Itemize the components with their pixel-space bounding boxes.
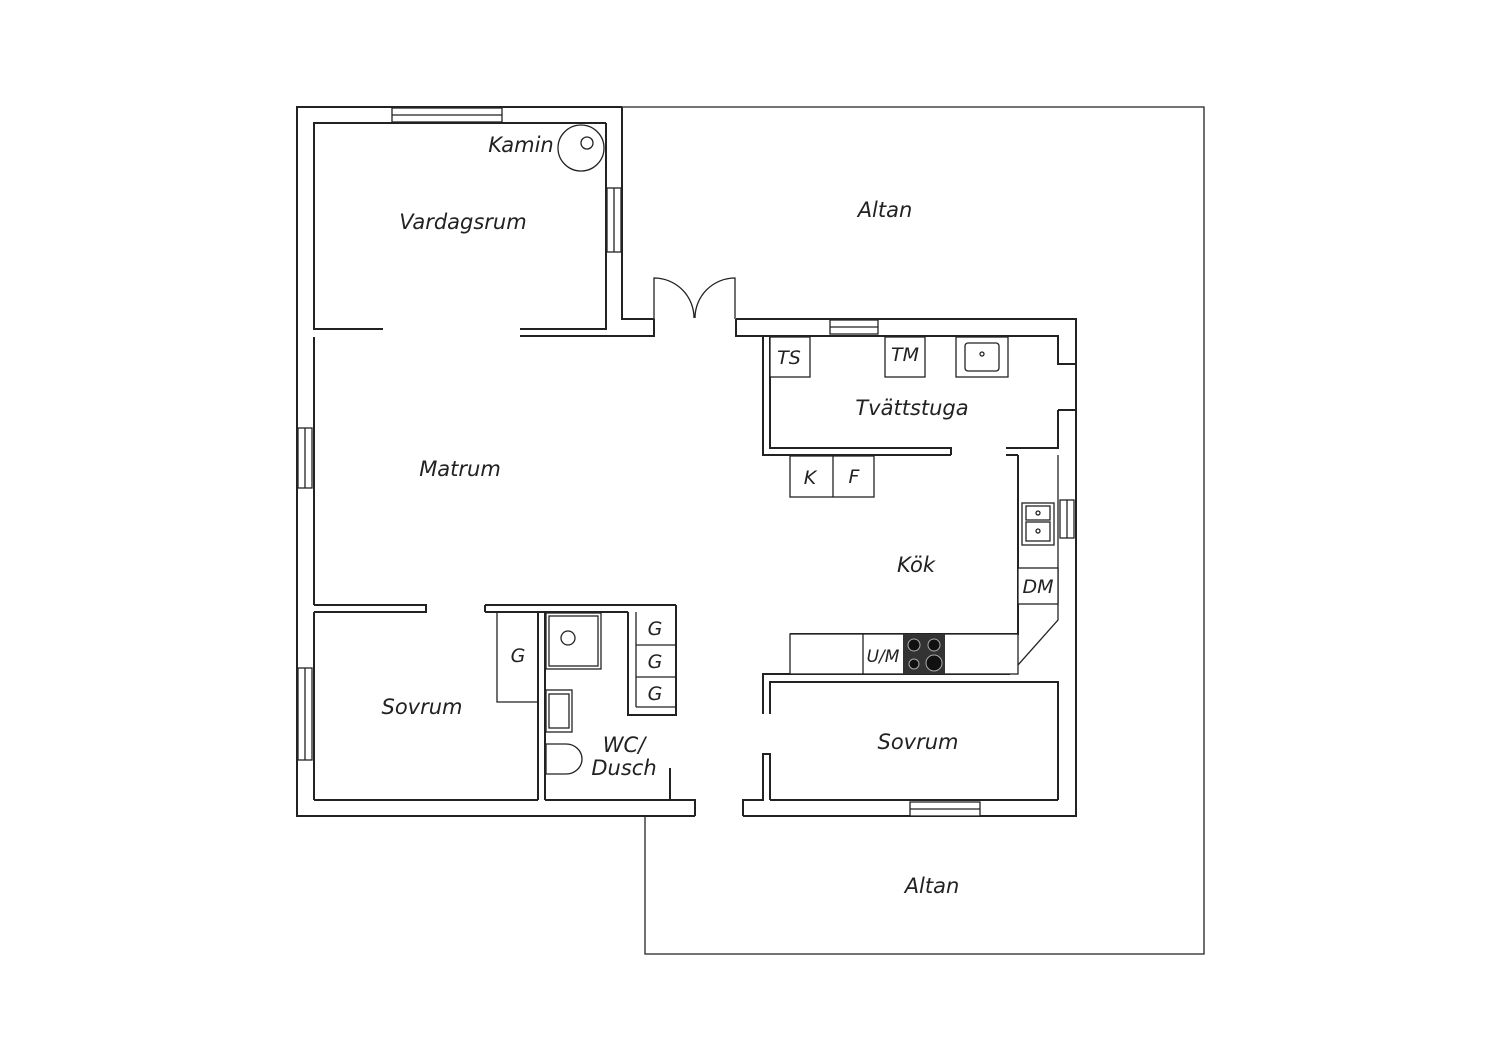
appliance-label-ts: TS bbox=[777, 347, 801, 369]
altan-outlines bbox=[622, 106, 1205, 955]
room-label-tvattstuga: Tvättstuga bbox=[855, 396, 968, 420]
kitchen-sink-icon bbox=[1021, 502, 1055, 546]
windows bbox=[297, 107, 1075, 817]
room-label-vardagsrum: Vardagsrum bbox=[399, 210, 526, 234]
room-label-kok: Kök bbox=[897, 553, 936, 577]
room-label-sovrum-right: Sovrum bbox=[877, 730, 958, 754]
room-label-matrum: Matrum bbox=[419, 457, 501, 481]
room-label-altan-top: Altan bbox=[856, 198, 913, 222]
altan-double-door bbox=[653, 277, 736, 319]
room-label-kamin: Kamin bbox=[488, 133, 554, 157]
washbasin-icon bbox=[545, 689, 573, 733]
appliance-label-g-left: G bbox=[511, 645, 526, 667]
toilet-icon bbox=[545, 743, 583, 775]
appliance-label-g3: G bbox=[648, 683, 663, 705]
kitchen-fixtures bbox=[769, 336, 1059, 675]
room-label-wc-line2: Dusch bbox=[591, 756, 656, 780]
appliance-label-um: U/M bbox=[867, 647, 900, 667]
appliance-label-tm: TM bbox=[891, 344, 919, 366]
room-label-wc-line1: WC/ bbox=[603, 733, 647, 757]
room-label-altan-bottom: Altan bbox=[903, 874, 960, 898]
kamin-fireplace-icon bbox=[557, 124, 605, 172]
bathroom-fixtures bbox=[545, 612, 602, 775]
shower-icon bbox=[545, 612, 602, 670]
room-label-sovrum-left: Sovrum bbox=[381, 695, 462, 719]
appliance-label-f: F bbox=[849, 466, 861, 488]
appliance-label-g1: G bbox=[648, 618, 663, 640]
appliance-label-k: K bbox=[804, 467, 818, 489]
appliance-label-g2: G bbox=[648, 651, 663, 673]
appliance-label-dm: DM bbox=[1022, 576, 1053, 598]
